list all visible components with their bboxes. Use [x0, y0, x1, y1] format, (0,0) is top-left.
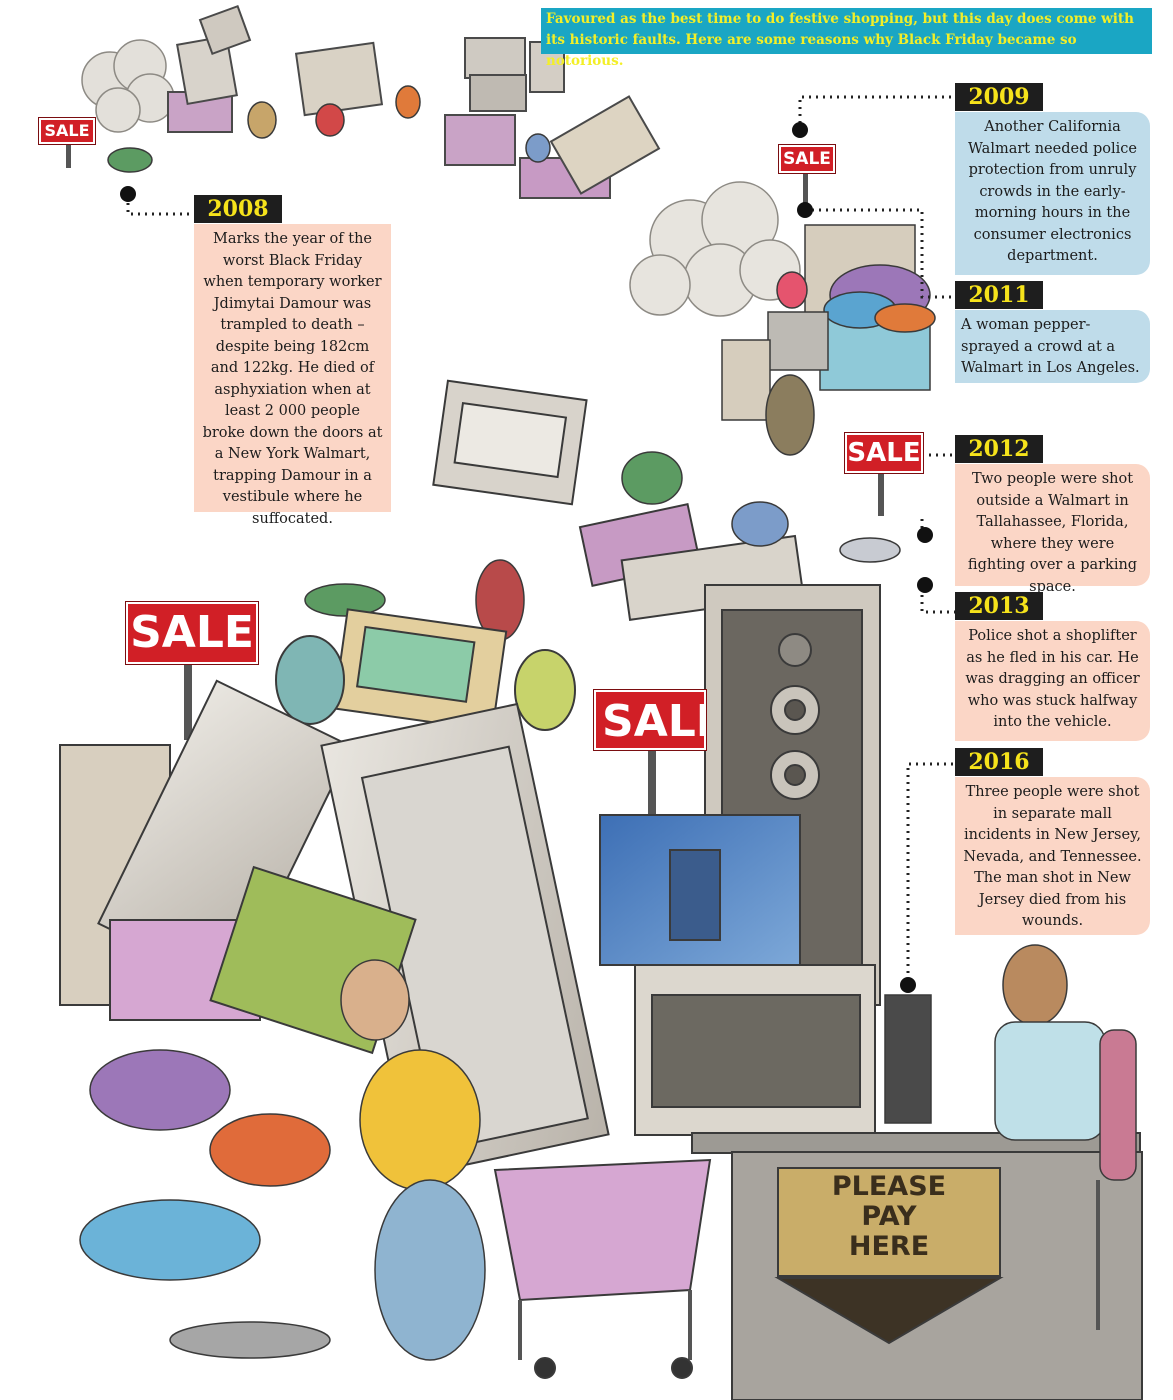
- year-label-2008: 2008: [194, 195, 282, 223]
- year-label-2009: 2009: [955, 83, 1043, 111]
- event-text-2013: Police shot a shoplifter as he fled in h…: [955, 621, 1150, 741]
- year-label-2011: 2011: [955, 281, 1043, 309]
- mid-figures: [304, 451, 901, 641]
- sale-sign-small-right: SALE: [779, 145, 835, 173]
- tv-box-struggle: [275, 608, 576, 732]
- dust-cloud-right: [629, 181, 801, 317]
- event-text-2016: Three people were shot in separate mall …: [955, 777, 1150, 935]
- connector-lines: [126, 95, 955, 980]
- sale-sign-small-top: SALE: [39, 118, 95, 144]
- shopping-cart-front: [493, 1158, 712, 1379]
- connector-dots: [120, 122, 933, 993]
- cashier: [884, 944, 1137, 1330]
- event-text-2009: Another California Walmart needed police…: [955, 112, 1150, 275]
- sale-sign-medium: SALE: [845, 433, 923, 473]
- shoppers-fight: [79, 959, 486, 1361]
- clothes-pile: [721, 224, 936, 421]
- console-box: [599, 814, 801, 966]
- top-carts: [167, 4, 661, 199]
- intro-banner: Favoured as the best time to do festive …: [541, 8, 1152, 69]
- keyboard-box: [432, 379, 588, 506]
- year-label-2016: 2016: [955, 748, 1043, 776]
- dust-cloud-top: [81, 39, 175, 133]
- right-figures: [765, 271, 815, 456]
- event-text-2008: Marks the year of the worst Black Friday…: [194, 224, 391, 527]
- event-text-2011: A woman pepper-sprayed a crowd at a Walm…: [955, 310, 1150, 383]
- checkout-counter: [691, 1132, 1143, 1400]
- sale-sign-large-center: SALE: [594, 690, 706, 750]
- event-text-2012: Two people were shot outside a Walmart i…: [955, 464, 1150, 595]
- year-label-2012: 2012: [955, 435, 1043, 463]
- tv-box: [634, 964, 876, 1136]
- sale-sign-large-left: SALE: [126, 602, 258, 664]
- year-label-2013: 2013: [955, 592, 1043, 620]
- checkout-sign-text: PLEASE PAY HERE: [831, 1171, 947, 1262]
- top-figures: [107, 85, 551, 173]
